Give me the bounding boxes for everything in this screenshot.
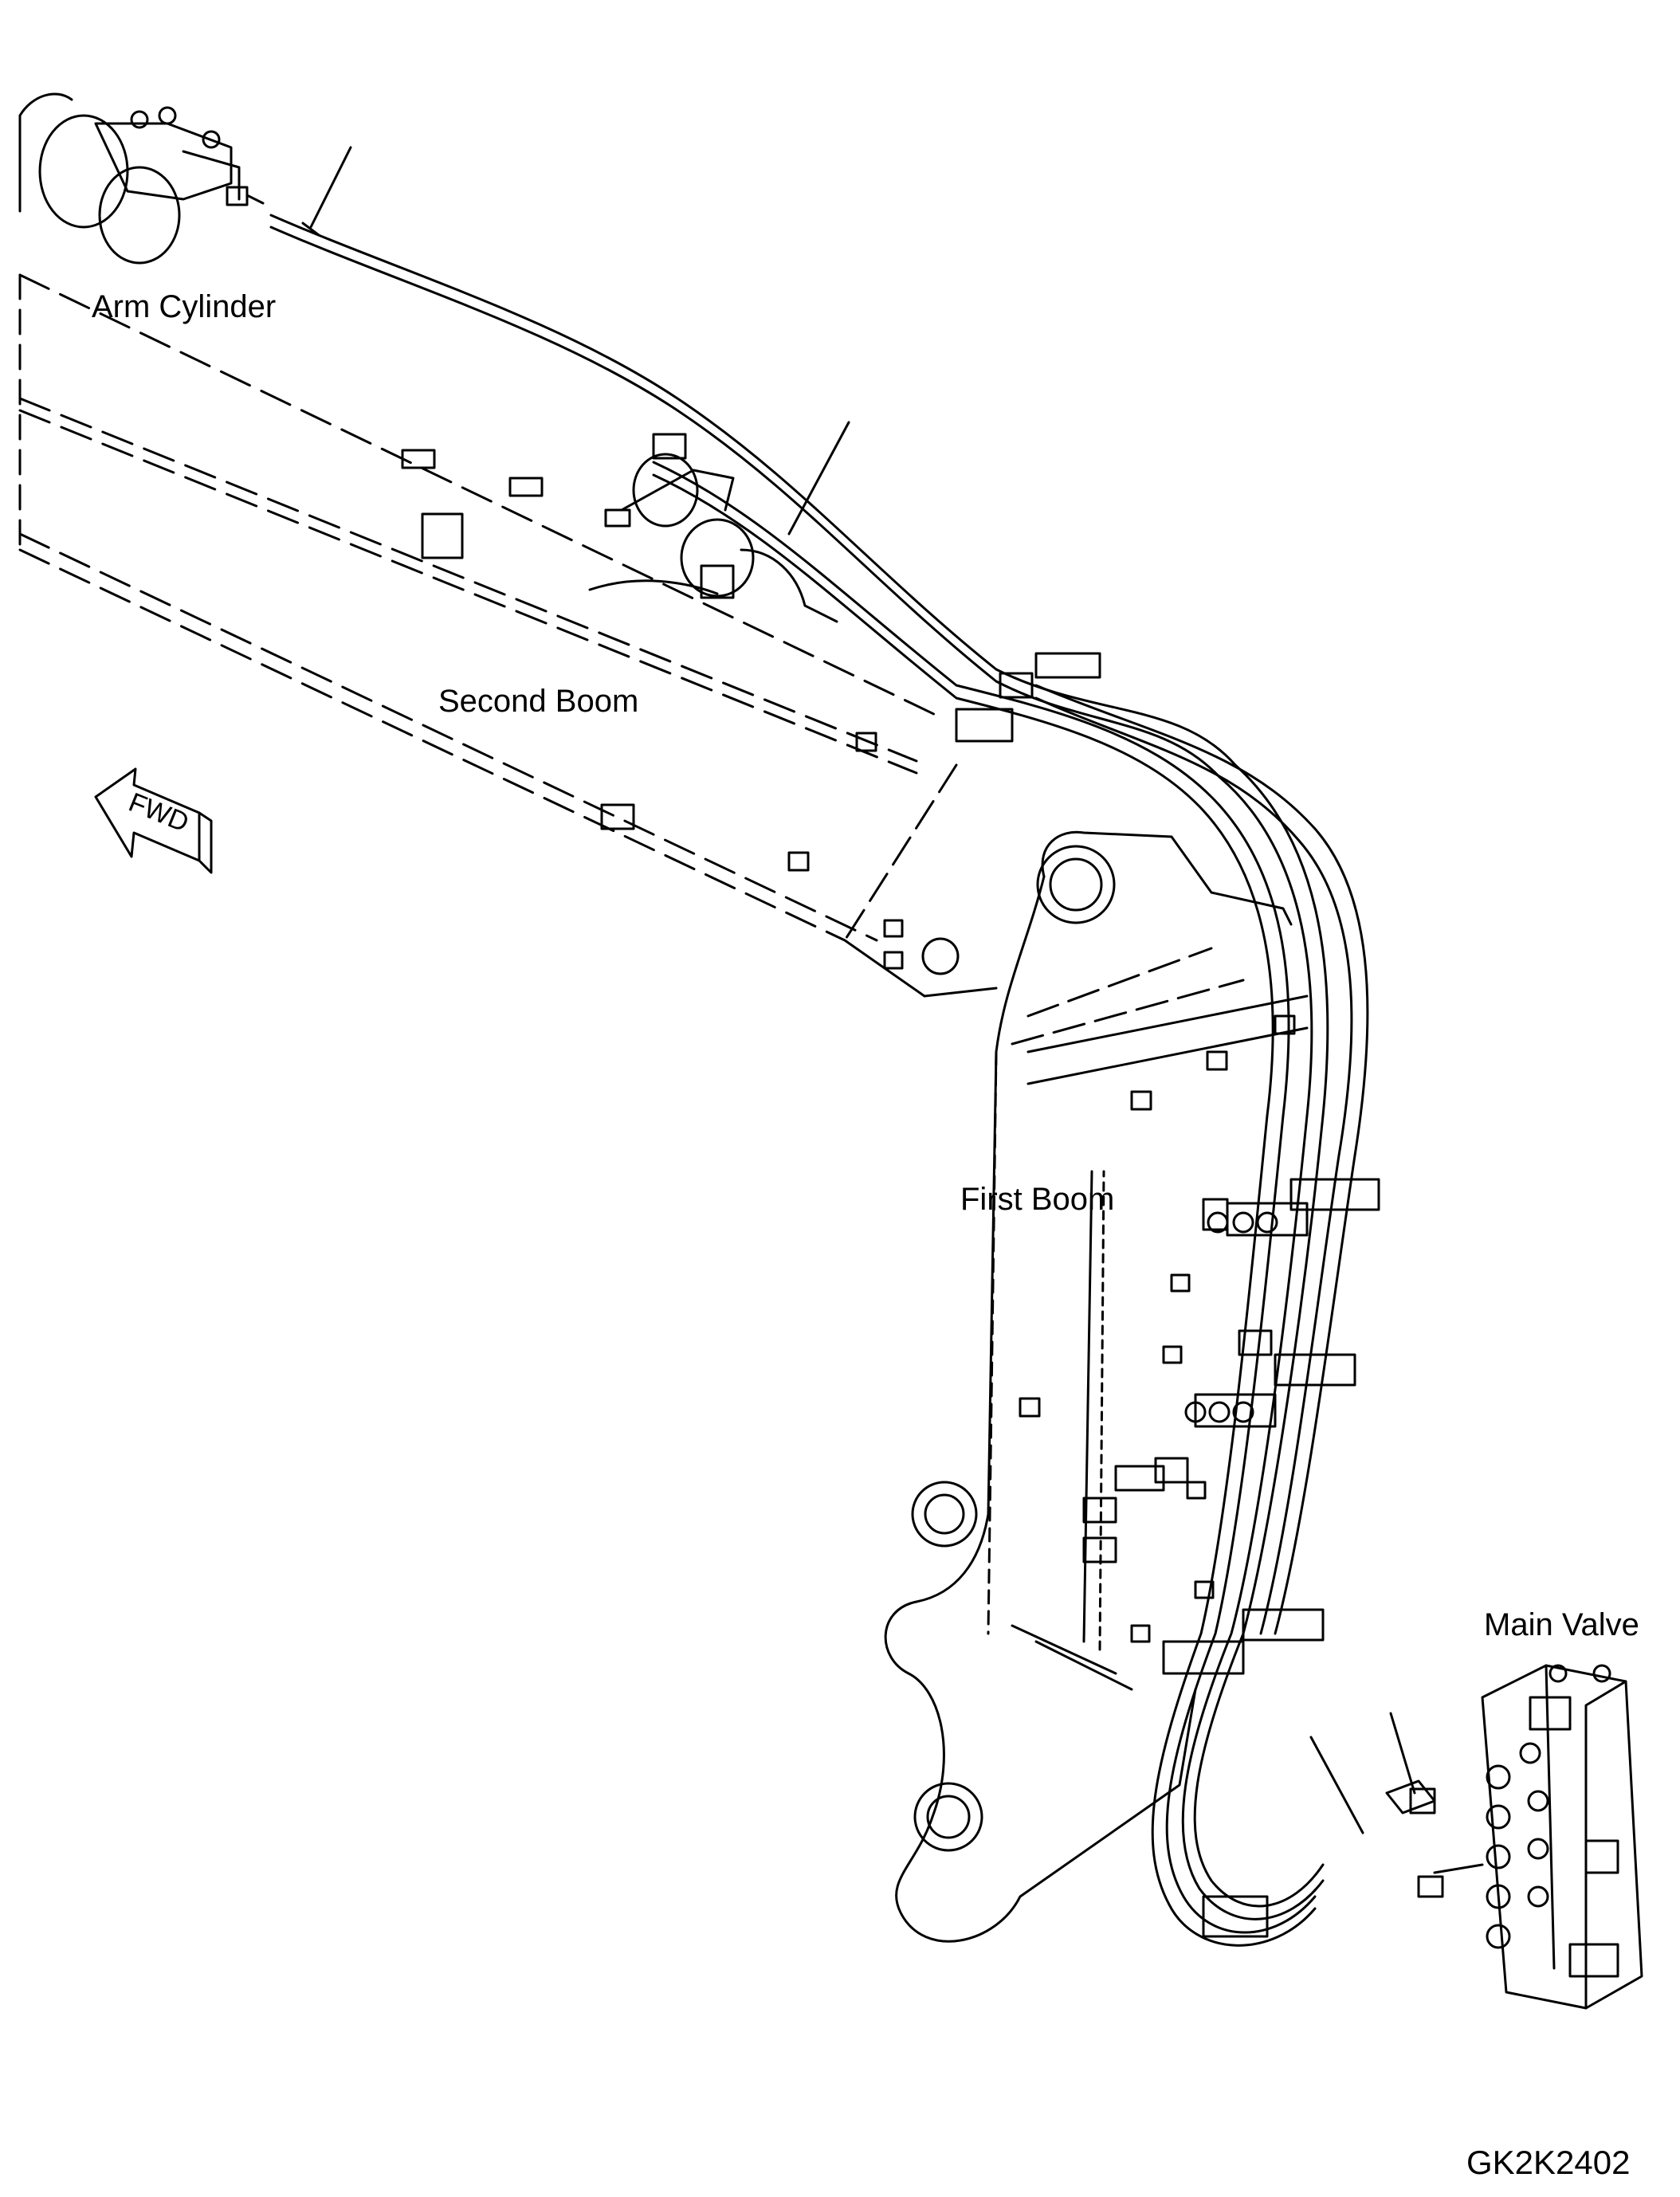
first-boom-outline [884, 830, 1309, 1943]
main-valve [1385, 1664, 1643, 2010]
arm-cylinder [18, 92, 265, 265]
hose-clamps [652, 433, 1380, 1938]
main-valve-label: Main Valve [1484, 1607, 1639, 1642]
cylinder-bracket [588, 453, 838, 623]
first-boom-label: First Boom [960, 1182, 1114, 1217]
second-boom-label: Second Boom [438, 684, 638, 719]
forward-direction-arrow: FWD [94, 767, 213, 874]
leader-lines [309, 146, 1416, 1834]
drawing-code: GK2K2402 [1466, 2144, 1631, 2181]
arm-cylinder-label: Arm Cylinder [92, 289, 276, 324]
second-boom-outline [18, 273, 1245, 1046]
hose-bundle [269, 214, 1369, 1947]
